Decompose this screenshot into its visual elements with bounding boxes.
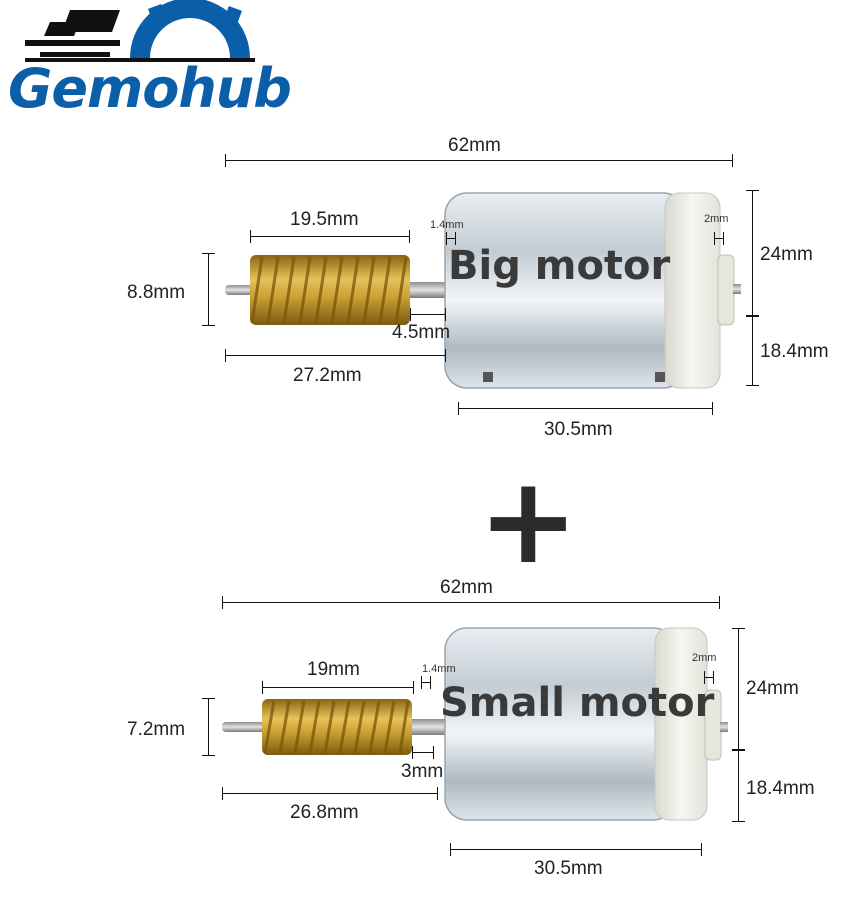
big-body-length-line: [458, 402, 713, 415]
small-body-length-label: 30.5mm: [534, 858, 603, 879]
big-overall-length-line: [225, 154, 733, 167]
big-collar-line: [410, 308, 446, 321]
small-height-upper-line: [732, 628, 745, 750]
big-end-shaft-line: [714, 232, 724, 245]
small-overall-length-line: [222, 596, 720, 609]
big-worm-length-label: 19.5mm: [290, 209, 359, 230]
big-worm-length-line: [250, 230, 410, 243]
big-shaft-length-label: 27.2mm: [293, 365, 362, 386]
big-gap-line: [446, 232, 456, 245]
small-height-lower-label: 18.4mm: [746, 778, 815, 799]
small-collar-label: 3mm: [401, 761, 444, 782]
big-height-lower-line: [746, 316, 759, 386]
big-motor-title: Big motor: [448, 243, 671, 289]
big-overall-length-label: 62mm: [448, 135, 501, 156]
small-gap-label: 1.4mm: [422, 663, 456, 675]
big-collar-label: 4.5mm: [392, 322, 451, 343]
big-body-length-label: 30.5mm: [544, 419, 613, 440]
small-motor-graphic: [222, 627, 728, 821]
big-worm-diameter-line: [202, 253, 215, 326]
big-worm-diameter-label: 8.8mm: [127, 282, 186, 303]
small-gap-line: [421, 676, 431, 689]
small-overall-length-label: 62mm: [440, 577, 493, 598]
big-height-upper-label: 24mm: [760, 244, 813, 265]
small-worm-length-label: 19mm: [307, 659, 360, 680]
big-gap-label: 1.4mm: [430, 219, 464, 231]
small-end-shaft-line: [704, 671, 714, 684]
small-end-shaft-label: 2mm: [692, 652, 717, 664]
brand-logo: Gemohub: [8, 57, 292, 120]
small-height-upper-label: 24mm: [746, 678, 799, 699]
big-shaft-length-line: [225, 349, 446, 362]
plus-sign: +: [478, 452, 579, 591]
big-motor-graphic: [225, 192, 741, 389]
big-height-lower-label: 18.4mm: [760, 341, 829, 362]
small-worm-length-line: [262, 681, 414, 694]
big-end-shaft-label: 2mm: [704, 213, 729, 225]
small-body-length-line: [450, 843, 702, 856]
big-height-upper-line: [746, 190, 759, 316]
small-collar-line: [412, 746, 434, 759]
small-motor-title: Small motor: [440, 680, 715, 726]
small-worm-diameter-line: [202, 698, 215, 756]
small-worm-diameter-label: 7.2mm: [127, 719, 186, 740]
small-shaft-length-label: 26.8mm: [290, 802, 359, 823]
logo-graphic: [25, 0, 255, 62]
small-shaft-length-line: [222, 787, 438, 800]
small-height-lower-line: [732, 750, 745, 822]
